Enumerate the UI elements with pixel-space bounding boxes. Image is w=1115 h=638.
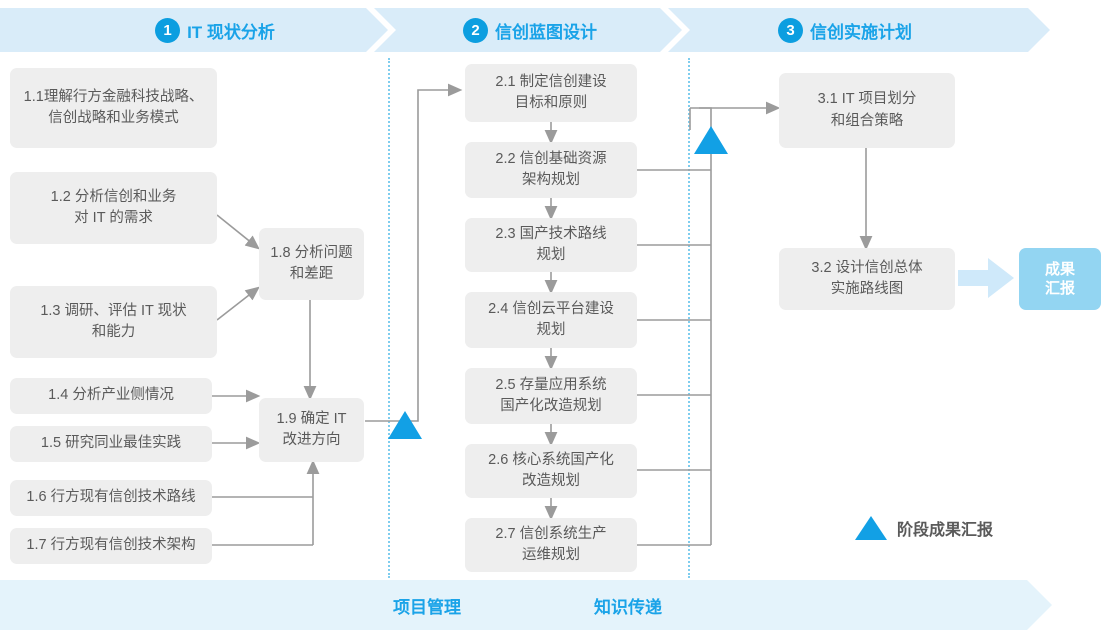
node-1-6-text: 1.6 行方现有信创技术路线: [26, 489, 196, 506]
node-1-2[interactable]: 1.2 分析信创和业务对 IT 的需求: [10, 172, 217, 244]
node-3-1[interactable]: 3.1 IT 项目划分和组合策略: [779, 73, 955, 148]
node-2-7-text: 2.7 信创系统生产运维规划: [495, 525, 607, 563]
node-1-1[interactable]: 1.1理解行方金融科技战略、信创战略和业务模式: [10, 68, 217, 148]
legend-label: 阶段成果汇报: [897, 522, 994, 539]
milestone-triangle-icon-1: [388, 411, 422, 439]
node-2-6[interactable]: 2.6 核心系统国产化改造规划: [465, 444, 637, 498]
legend-triangle-icon: [855, 516, 887, 540]
footer-label-project-management: 项目管理: [393, 597, 461, 617]
phase-number-1: 1: [155, 17, 181, 43]
phase-number-3: 3: [778, 17, 803, 43]
phase-header-band: 1 IT 现状分析 2 信创蓝图设计 3 信创实施计划: [0, 8, 1115, 52]
column-separator-2: [688, 58, 690, 578]
phase-title-1: IT 现状分析: [187, 22, 275, 42]
phase-number-2: 2: [463, 17, 488, 43]
node-1-2-text: 1.2 分析信创和业务对 IT 的需求: [50, 188, 177, 226]
node-2-3[interactable]: 2.3 国产技术路线规划: [465, 218, 637, 272]
node-1-4-text: 1.4 分析产业侧情况: [48, 387, 174, 404]
node-2-4[interactable]: 2.4 信创云平台建设规划: [465, 292, 637, 348]
node-1-6[interactable]: 1.6 行方现有信创技术路线: [10, 480, 212, 516]
node-1-4[interactable]: 1.4 分析产业侧情况: [10, 378, 212, 414]
phase-header-3[interactable]: 3 信创实施计划: [700, 8, 990, 52]
node-1-3[interactable]: 1.3 调研、评估 IT 现状和能力: [10, 286, 217, 358]
node-2-5-text: 2.5 存量应用系统国产化改造规划: [495, 376, 607, 414]
node-2-3-text: 2.3 国产技术路线规划: [495, 225, 607, 263]
result-arrow-icon: [958, 258, 1014, 298]
node-1-7[interactable]: 1.7 行方现有信创技术架构: [10, 528, 212, 564]
node-3-1-text: 3.1 IT 项目划分和组合策略: [817, 91, 917, 129]
node-1-5-text: 1.5 研究同业最佳实践: [40, 435, 182, 452]
node-2-5[interactable]: 2.5 存量应用系统国产化改造规划: [465, 368, 637, 424]
node-2-6-text: 2.6 核心系统国产化改造规划: [488, 451, 614, 489]
phase-title-2: 信创蓝图设计: [495, 22, 597, 42]
footer-band-background: [0, 580, 1052, 630]
node-2-1[interactable]: 2.1 制定信创建设目标和原则: [465, 64, 637, 122]
footer-band: 项目管理 知识传递: [0, 580, 1115, 630]
node-1-3-text: 1.3 调研、评估 IT 现状和能力: [40, 302, 187, 340]
column-separator-1: [388, 58, 390, 578]
phase-title-3: 信创实施计划: [810, 22, 912, 42]
node-1-5[interactable]: 1.5 研究同业最佳实践: [10, 426, 212, 462]
legend: 阶段成果汇报: [855, 516, 993, 540]
milestone-triangle-icon-2: [694, 126, 728, 154]
node-2-7[interactable]: 2.7 信创系统生产运维规划: [465, 518, 637, 572]
node-3-2[interactable]: 3.2 设计信创总体实施路线图: [779, 248, 955, 310]
node-2-4-text: 2.4 信创云平台建设规划: [488, 300, 614, 338]
phase-header-1[interactable]: 1 IT 现状分析: [60, 8, 370, 52]
phase-header-2[interactable]: 2 信创蓝图设计: [390, 8, 670, 52]
node-2-2[interactable]: 2.2 信创基础资源架构规划: [465, 142, 637, 198]
result-badge[interactable]: 成果汇报: [1019, 248, 1101, 310]
node-1-7-text: 1.7 行方现有信创技术架构: [26, 537, 196, 554]
node-2-2-text: 2.2 信创基础资源架构规划: [495, 150, 607, 188]
result-badge-text: 成果汇报: [1044, 260, 1075, 298]
node-1-8[interactable]: 1.8 分析问题和差距: [259, 228, 364, 300]
footer-label-knowledge-transfer: 知识传递: [594, 597, 662, 617]
node-1-8-text: 1.8 分析问题和差距: [270, 244, 353, 282]
node-3-2-text: 3.2 设计信创总体实施路线图: [811, 259, 923, 297]
node-1-1-text: 1.1理解行方金融科技战略、信创战略和业务模式: [23, 88, 204, 126]
node-2-1-text: 2.1 制定信创建设目标和原则: [495, 73, 607, 111]
